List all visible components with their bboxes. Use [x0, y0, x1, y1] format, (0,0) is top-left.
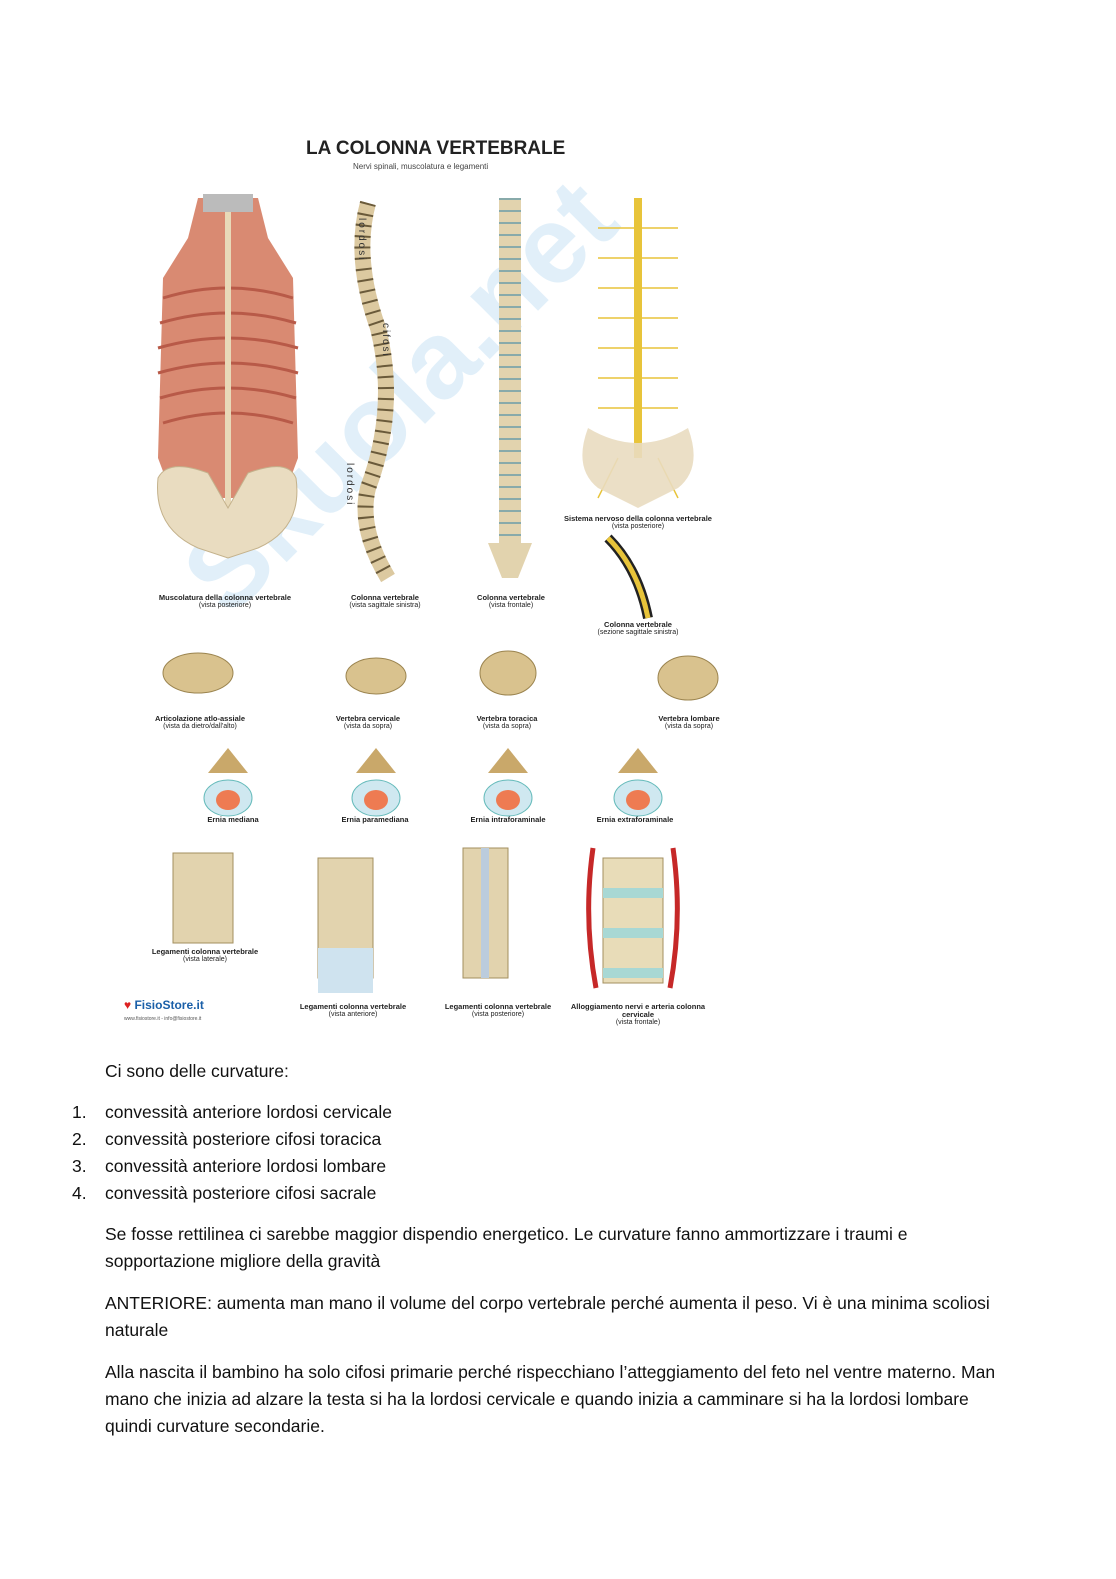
list-item: 2.convessità posteriore cifosi toracica	[72, 1129, 382, 1149]
paragraph: Alla nascita il bambino ha solo cifosi p…	[105, 1362, 996, 1436]
caption: Ernia paramediana	[341, 815, 409, 824]
caption: Sistema nervoso della colonna vertebrale…	[564, 514, 712, 531]
list-item: 4.convessità posteriore cifosi sacrale	[72, 1183, 377, 1203]
caption: Legamenti colonna vertebrale(vista anter…	[299, 1002, 407, 1019]
caption: Legamenti colonna vertebrale(vista later…	[151, 947, 259, 964]
fisiostore-logo: ♥ FisioStore.it	[124, 998, 204, 1012]
anatomy-illustrations	[157, 194, 719, 993]
caption: Muscolatura della colonna vertebrale(vis…	[158, 593, 292, 610]
caption: Vertebra lombare(vista da sopra)	[658, 714, 720, 731]
paragraph: ANTERIORE: aumenta man mano il volume de…	[105, 1293, 990, 1340]
caption: Ernia intraforaminale	[470, 815, 546, 824]
caption: Ernia extraforaminale	[596, 815, 674, 824]
ligament-illustrations	[172, 847, 680, 993]
poster-subtitle: Nervi spinali, muscolatura e legamenti	[353, 162, 489, 171]
caption: Colonna vertebrale(sezione sagittale sin…	[597, 620, 679, 637]
list-item: 1.convessità anteriore lordosi cervicale	[72, 1102, 392, 1122]
caption: Legamenti colonna vertebrale(vista poste…	[444, 1002, 552, 1019]
vertebrae-illustrations	[162, 650, 719, 701]
paragraph: Se fosse rettilinea ci sarebbe maggior d…	[105, 1224, 908, 1271]
caption: Ernia mediana	[207, 815, 259, 824]
back-muscles-illustration	[157, 194, 299, 559]
frontal-spine-illustration	[488, 198, 532, 578]
spine-anatomy-poster: Skuola.net LA COLONNA VERTEBRALE Nervi s…	[118, 128, 754, 1038]
label-lordosi-cervicale: lordosi	[356, 218, 367, 262]
list-item: 3.convessità anteriore lordosi lombare	[72, 1156, 387, 1176]
caption: Colonna vertebrale(vista frontale)	[477, 593, 545, 610]
caption: Colonna vertebrale(vista sagittale sinis…	[349, 593, 421, 610]
caption: Articolazione atlo-assiale(vista da diet…	[154, 714, 246, 731]
lateral-spine-illustration	[354, 200, 395, 583]
caption: Vertebra toracica(vista da sopra)	[476, 714, 538, 731]
spinal-nerves-illustration	[582, 198, 694, 619]
caption: Alloggiamento nervi e arteria colonna ce…	[570, 1002, 706, 1027]
poster-title: LA COLONNA VERTEBRALE	[306, 138, 566, 159]
caption: Vertebra cervicale(vista da sopra)	[335, 714, 401, 731]
hernia-illustrations	[203, 748, 663, 817]
label-lordosi-lombare: lordosi	[344, 463, 355, 507]
label-cifosi: cifosi	[380, 323, 391, 358]
intro-text: Ci sono delle curvature:	[105, 1061, 289, 1081]
logo-subtext: www.fisiostore.it - info@fisiostore.it	[124, 1016, 202, 1022]
